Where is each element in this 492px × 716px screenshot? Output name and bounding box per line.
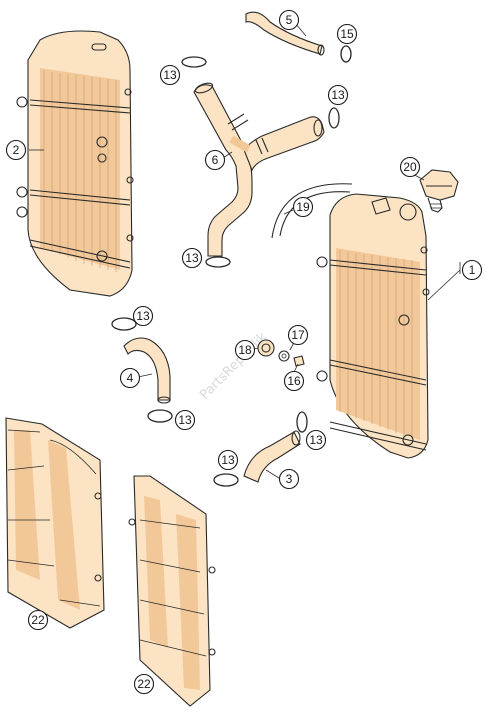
svg-text:2: 2 <box>13 143 20 157</box>
svg-text:16: 16 <box>287 374 301 388</box>
radiator-left <box>16 30 134 297</box>
callout-part-3: 3 <box>278 468 300 490</box>
radiator-guard-right <box>128 475 216 707</box>
callout-part-18: 18 <box>234 339 256 361</box>
hose-left-lower <box>123 337 171 404</box>
callout-part-13-g: 13 <box>305 429 327 451</box>
svg-text:4: 4 <box>127 371 134 385</box>
y-hose <box>193 82 325 257</box>
svg-text:13: 13 <box>178 413 192 427</box>
svg-text:18: 18 <box>238 343 252 357</box>
callout-part-4: 4 <box>119 367 141 389</box>
hose-upper-small <box>245 11 325 56</box>
radiator-cap <box>419 169 459 213</box>
svg-text:22: 22 <box>31 613 45 627</box>
svg-text:17: 17 <box>291 328 305 342</box>
svg-text:19: 19 <box>296 200 310 214</box>
callout-part-19: 19 <box>292 196 314 218</box>
callout-part-15: 15 <box>336 23 358 45</box>
callout-part-22-a: 22 <box>27 609 49 631</box>
callout-part-13-f: 13 <box>217 449 239 471</box>
callout-part-13-b: 13 <box>327 84 349 106</box>
callout-part-17: 17 <box>287 324 309 346</box>
svg-text:13: 13 <box>309 433 323 447</box>
callout-part-13-a: 13 <box>159 64 181 86</box>
callout-part-6: 6 <box>204 149 226 171</box>
svg-text:13: 13 <box>136 309 150 323</box>
svg-text:6: 6 <box>212 153 219 167</box>
svg-text:22: 22 <box>137 677 151 691</box>
svg-text:13: 13 <box>185 251 199 265</box>
callout-part-5: 5 <box>278 9 300 31</box>
svg-text:3: 3 <box>286 472 293 486</box>
callout-part-20: 20 <box>399 156 421 178</box>
hose-clamps <box>111 45 352 487</box>
svg-text:13: 13 <box>331 88 345 102</box>
svg-text:5: 5 <box>286 13 293 27</box>
svg-text:13: 13 <box>163 68 177 82</box>
svg-text:13: 13 <box>221 453 235 467</box>
watermark-text: PartsRepublik <box>197 329 270 402</box>
hose-right-lower <box>243 430 301 483</box>
callout-part-13-e: 13 <box>174 409 196 431</box>
plug-washer-set <box>257 339 305 367</box>
callout-part-22-b: 22 <box>133 673 155 695</box>
radiator-right <box>316 193 430 459</box>
callout-part-16: 16 <box>283 370 305 392</box>
svg-text:15: 15 <box>340 27 354 41</box>
callout-part-1: 1 <box>461 259 483 281</box>
callout-part-13-c: 13 <box>181 247 203 269</box>
svg-text:1: 1 <box>469 263 476 277</box>
callout-part-13-d: 13 <box>132 305 154 327</box>
radiator-guard-left <box>5 417 105 629</box>
svg-text:20: 20 <box>403 160 417 174</box>
callout-part-2: 2 <box>5 139 27 161</box>
